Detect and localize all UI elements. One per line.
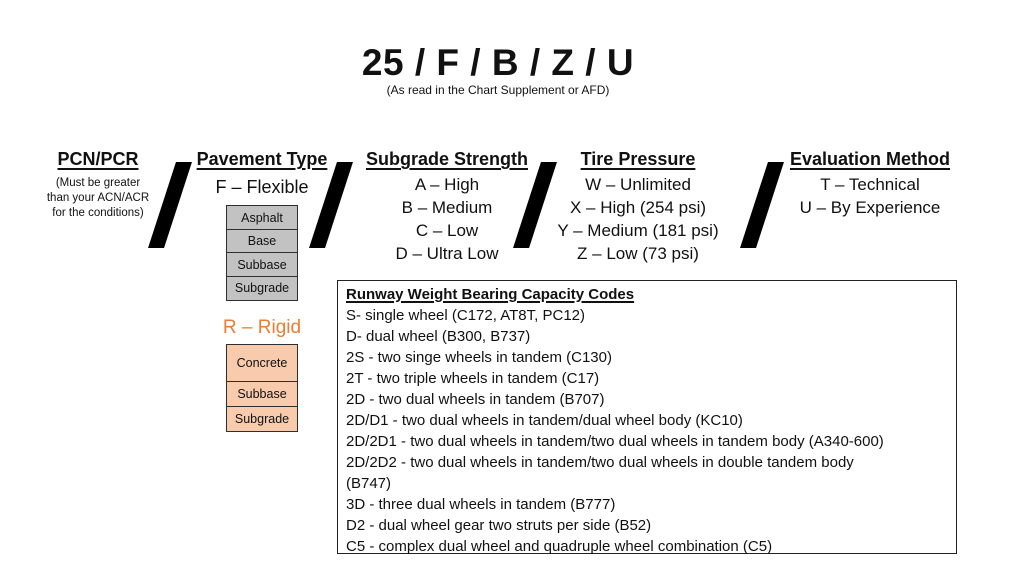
tire-pressure-items: W – Unlimited X – High (254 psi) Y – Mediu… bbox=[540, 173, 736, 265]
pavement-layer: Subbase bbox=[226, 381, 298, 407]
runway-codes-list: S- single wheel (C172, AT8T, PC12) D- dua… bbox=[346, 305, 948, 557]
subgrade-item: C – Low bbox=[415, 221, 479, 240]
tire-pressure-column: Tire Pressure W – Unlimited X – High (254… bbox=[540, 148, 736, 265]
subgrade-item: D – Ultra Low bbox=[395, 244, 499, 263]
rigid-label: R – Rigid bbox=[222, 316, 302, 338]
evaluation-method-item: U – By Experience bbox=[799, 198, 941, 217]
tire-pressure-item: Y – Medium (181 psi) bbox=[557, 221, 719, 240]
tire-pressure-item: W – Unlimited bbox=[585, 175, 691, 194]
pavement-layer: Base bbox=[226, 228, 298, 254]
pavement-layer: Subbase bbox=[226, 252, 298, 277]
evaluation-method-items: T – Technical U – By Experience bbox=[775, 173, 965, 219]
evaluation-method-item: T – Technical bbox=[820, 175, 920, 194]
subgrade-item: A – High bbox=[414, 175, 480, 194]
pcn-column: PCN/PCR (Must be greater than your ACN/A… bbox=[20, 148, 176, 221]
evaluation-method-header: Evaluation Method bbox=[789, 149, 950, 169]
subgrade-strength-column: Subgrade Strength A – High B – Medium C – … bbox=[358, 148, 536, 265]
runway-code-line: S- single wheel (C172, AT8T, PC12) bbox=[346, 307, 585, 324]
pavement-layer: Asphalt bbox=[226, 205, 298, 230]
runway-code-line: 2D - two dual wheels in tandem (B707) bbox=[346, 391, 605, 408]
pcn-note: (Must be greater than your ACN/ACR for t… bbox=[46, 177, 150, 219]
flexible-label: F – Flexible bbox=[215, 177, 309, 197]
runway-code-line: 2D/2D2 - two dual wheels in tandem/two d… bbox=[346, 454, 854, 471]
pavement-layer: Subgrade bbox=[226, 405, 298, 432]
runway-code-line: C5 - complex dual wheel and quadruple wh… bbox=[346, 538, 773, 555]
subgrade-item: B – Medium bbox=[401, 198, 493, 217]
pavement-layer: Subgrade bbox=[226, 275, 298, 301]
page-subtitle: (As read in the Chart Supplement or AFD) bbox=[386, 83, 610, 97]
tire-pressure-header: Tire Pressure bbox=[580, 149, 696, 169]
subgrade-strength-header: Subgrade Strength bbox=[365, 149, 528, 169]
page-title: 25 / F / B / Z / U bbox=[361, 42, 635, 83]
runway-code-line: 2D/D1 - two dual wheels in tandem/dual w… bbox=[346, 412, 743, 429]
runway-code-line: 2T - two triple wheels in tandem (C17) bbox=[346, 370, 600, 387]
runway-code-line: D2 - dual wheel gear two struts per side… bbox=[346, 517, 652, 534]
runway-code-line: 2D/2D1 - two dual wheels in tandem/two d… bbox=[346, 433, 884, 450]
runway-codes-box: Runway Weight Bearing Capacity Codes S- … bbox=[337, 280, 957, 557]
pavement-layer: Concrete bbox=[226, 343, 298, 383]
runway-code-line: 3D - three dual wheels in tandem (B777) bbox=[346, 496, 616, 513]
subgrade-strength-items: A – High B – Medium C – Low D – Ultra Low bbox=[358, 173, 536, 265]
tire-pressure-item: Z – Low (73 psi) bbox=[577, 244, 699, 263]
evaluation-method-column: Evaluation Method T – Technical U – By Ex… bbox=[775, 148, 965, 219]
tire-pressure-item: X – High (254 psi) bbox=[569, 198, 707, 217]
pcn-header: PCN/PCR bbox=[57, 149, 139, 169]
pavement-type-header: Pavement Type bbox=[196, 149, 328, 169]
runway-codes-header: Runway Weight Bearing Capacity Codes bbox=[346, 286, 635, 303]
runway-code-line: (B747) bbox=[346, 475, 392, 492]
runway-code-line: D- dual wheel (B300, B737) bbox=[346, 328, 531, 345]
runway-code-line: 2S - two singe wheels in tandem (C130) bbox=[346, 349, 612, 366]
